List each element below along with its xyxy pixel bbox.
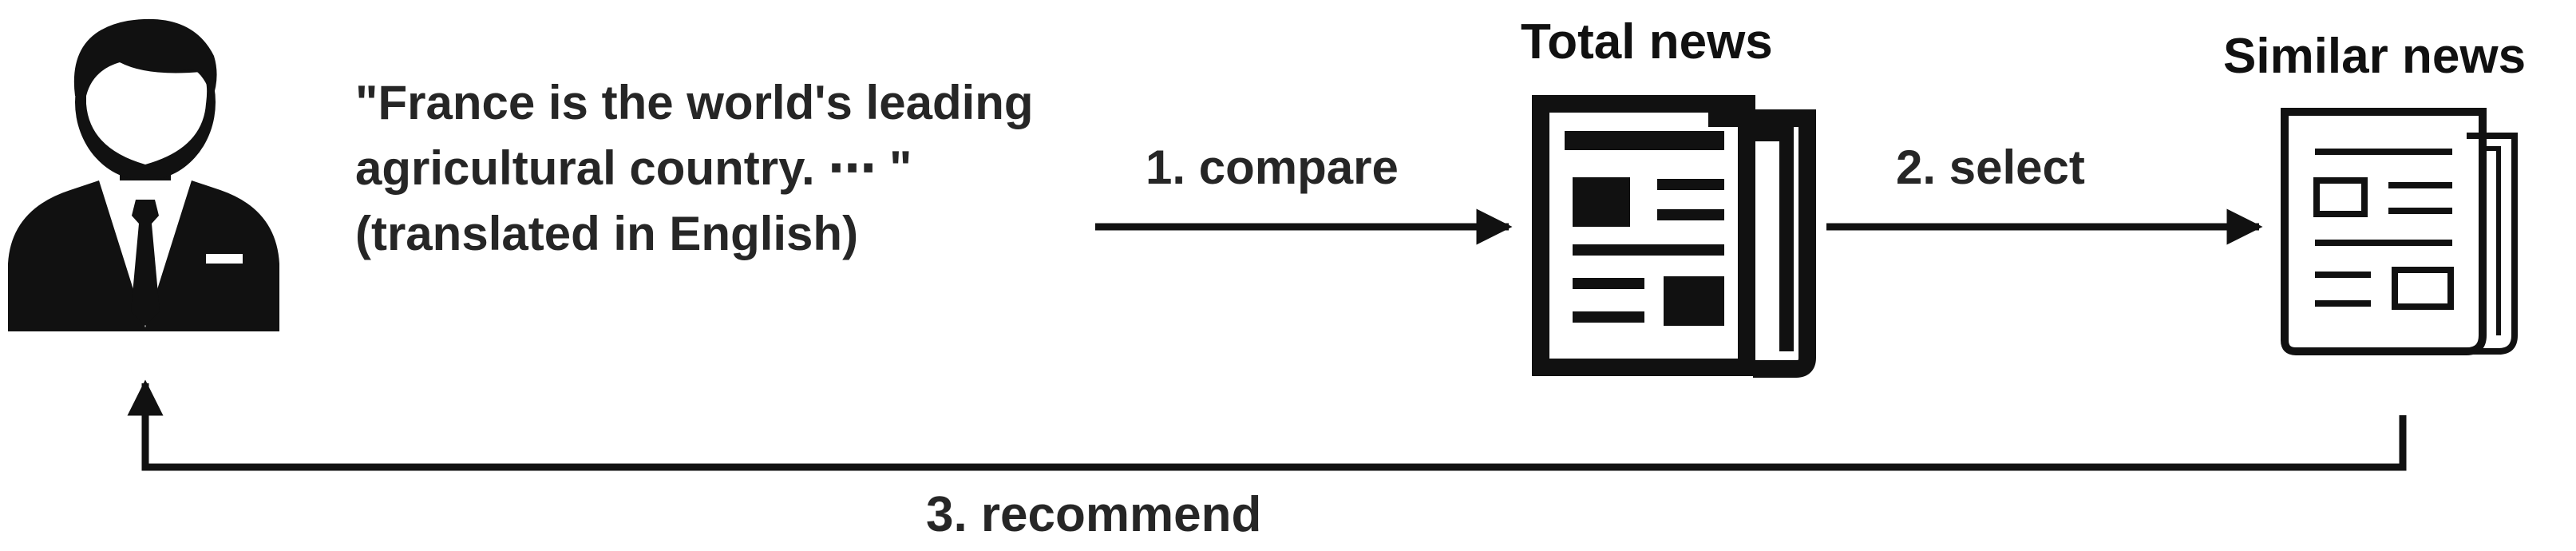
query-text: "France is the world's leading agricultu…	[355, 70, 1034, 267]
newspaper-icon	[1532, 95, 1816, 378]
total-news-label: Total news	[1521, 14, 1773, 69]
step-recommend-label: 3. recommend	[926, 487, 1262, 542]
recommend-arrow	[127, 379, 2407, 471]
query-line-3: (translated in English)	[355, 207, 859, 260]
user-icon	[8, 18, 279, 331]
query-line-2: agricultural country. ⋯ "	[355, 141, 912, 195]
newspaper-outline-icon	[2281, 108, 2518, 355]
step-select-label: 2. select	[1896, 141, 2085, 194]
step-compare-label: 1. compare	[1146, 141, 1399, 194]
query-line-1: "France is the world's leading	[355, 76, 1034, 129]
similar-news-label: Similar news	[2223, 29, 2527, 84]
